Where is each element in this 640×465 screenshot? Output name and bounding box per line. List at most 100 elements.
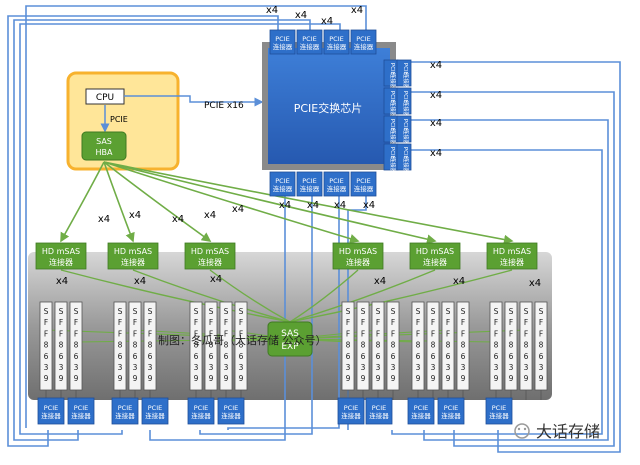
slot-pcie-connector-1-label-bottom: 连接器 <box>41 411 61 420</box>
slot-pcie-connector-6-label-bottom: 连接器 <box>221 411 241 420</box>
ssd-slot-7-char-3: F <box>194 329 198 338</box>
slot-pcie-connector-5-body <box>187 397 215 425</box>
switch-right2-connector-2-label-bottom: 连接器 <box>402 101 410 118</box>
ssd-slot-6-char-7: 9 <box>148 374 153 383</box>
hd-msas-body-3 <box>184 242 236 270</box>
x4-label-17: x4 <box>232 204 244 215</box>
ssd-slot-8-char-4: 8 <box>209 341 214 350</box>
switch-bottom-connector-4-label-bottom: 连接器 <box>354 184 374 193</box>
slot-pcie-connector-9-label-top: PCIE <box>414 404 428 412</box>
hd-msas-body-2 <box>107 242 159 270</box>
switch-right-connector-1-label-bottom: 连接器 <box>389 73 397 90</box>
cpu-switch-link <box>124 95 264 107</box>
ssd-slot-17-char-5: 6 <box>446 352 451 361</box>
switch-bottom-connector-4-label-top: PCIE <box>356 177 370 185</box>
ssd-slot-5-char-1: S <box>133 307 138 316</box>
x4-label-23: x4 <box>529 278 541 289</box>
switch-right2-connector-4-label-bottom: 连接器 <box>402 157 410 174</box>
hd-msas-label-bottom-6: 连接器 <box>500 257 524 267</box>
ssd-slot-15-char-3: F <box>416 329 420 338</box>
ssd-slot-14-char-6: 3 <box>391 363 396 372</box>
slot-pcie-connector-6-body <box>217 397 245 425</box>
switch-right-connector-2-label-bottom: 连接器 <box>389 101 397 118</box>
switch-right2-connector-1-label-top: PCIE <box>402 63 408 76</box>
ssd-slot-13-char-4: 8 <box>376 341 381 350</box>
switch-top-connector-1-label-bottom: 连接器 <box>273 42 293 51</box>
slot-pcie-connectors: PCIE连接器PCIE连接器PCIE连接器PCIE连接器PCIE连接器PCIE连… <box>37 397 513 425</box>
switch-bottom-connector-4-body <box>350 171 377 197</box>
exp-to-slot-link-1 <box>45 329 291 340</box>
ssd-slot-13-char-6: 3 <box>376 363 381 372</box>
ssd-slot-20-char-3: F <box>509 329 513 338</box>
ssd-slot-1-char-5: 6 <box>44 352 49 361</box>
ssd-slot-5-char-4: 8 <box>133 341 138 350</box>
switch-bottom-connector-3-body <box>323 171 350 197</box>
ssd-slot-18-char-2: F <box>461 318 465 327</box>
ssd-slot-9-char-4: 8 <box>224 341 229 350</box>
ssd-slot-7-char-4: 8 <box>194 341 199 350</box>
slot-pcie-connector-5-label-top: PCIE <box>194 404 208 412</box>
ssd-slot-6-char-6: 3 <box>148 363 153 372</box>
switch-right2-connector-2-body <box>396 87 412 115</box>
switch-top-connector-2-label-bottom: 连接器 <box>300 42 320 51</box>
switch-right2-connector-4-label-top: PCIE <box>402 147 408 160</box>
ssd-slot-4-char-4: 8 <box>118 341 123 350</box>
outer-pcie-links <box>7 5 621 453</box>
x4-label-8: x4 <box>430 148 442 159</box>
switch-top-connector-3-label-bottom: 连接器 <box>327 42 347 51</box>
ssd-slot-9-char-6: 3 <box>224 363 229 372</box>
ssd-slot-4-char-5: 6 <box>118 352 123 361</box>
ssd-slot-17-char-4: 8 <box>446 341 451 350</box>
slot-pcie-connector-4-label-top: PCIE <box>148 404 162 412</box>
ssd-slot-20-char-6: 3 <box>509 363 514 372</box>
ssd-slot-21-char-2: F <box>524 318 528 327</box>
hd-msas-label-top-1: HD mSAS <box>42 247 80 256</box>
ssd-slot-13-char-1: S <box>376 307 381 316</box>
slot-pcie-connector-11-label-bottom: 连接器 <box>489 411 509 420</box>
x4-label-15: x4 <box>172 214 184 225</box>
slot-pcie-connector-8-label-top: PCIE <box>372 404 386 412</box>
sas-exp-label-top: SAS <box>281 329 299 339</box>
ssd-slot-18-char-6: 3 <box>461 363 466 372</box>
hd-to-exp-link-1 <box>60 269 291 323</box>
ssd-slot-3-char-7: 9 <box>74 374 79 383</box>
ssd-slot-3-char-2: F <box>74 318 78 327</box>
brand-icon-dot2 <box>523 427 527 431</box>
ssd-slot-18-char-5: 6 <box>461 352 466 361</box>
ssd-slot-2-char-3: F <box>59 329 63 338</box>
ssd-slot-2-char-1: S <box>59 307 64 316</box>
ssd-slot-10-char-3: F <box>239 329 243 338</box>
ssd-slot-3-char-4: 8 <box>74 341 79 350</box>
switch-top-connector-1-body <box>269 29 296 55</box>
switch-bottom-connector-1-label-top: PCIE <box>275 177 289 185</box>
slot-pcie-connector-10-label-bottom: 连接器 <box>441 411 461 420</box>
sas-exp-label-bottom: EXP <box>281 342 299 352</box>
slot-pcie-connector-4-body <box>141 397 169 425</box>
ssd-slot-15-char-1: S <box>416 307 421 316</box>
switch-top-connector-3-body <box>323 29 350 55</box>
ssd-slot-1-char-1: S <box>44 307 49 316</box>
switch-right-connector-2-label-top: PCIE <box>389 91 395 104</box>
ssd-slot-12-char-7: 9 <box>361 374 366 383</box>
cpu-label: CPU <box>96 93 114 103</box>
hd-msas-label-bottom-3: 连接器 <box>198 257 222 267</box>
exp-to-slot-link-3 <box>75 338 291 343</box>
ssd-slot-8-char-3: F <box>209 329 213 338</box>
ssd-slot-6-char-1: S <box>148 307 153 316</box>
ssd-slot-22-char-5: 6 <box>539 352 544 361</box>
slot-pcie-connector-2-label-bottom: 连接器 <box>71 411 91 420</box>
ssd-slot-9-char-1: S <box>224 307 229 316</box>
ssd-slot-22-char-1: S <box>539 307 544 316</box>
ssd-slot-7-char-1: S <box>194 307 199 316</box>
